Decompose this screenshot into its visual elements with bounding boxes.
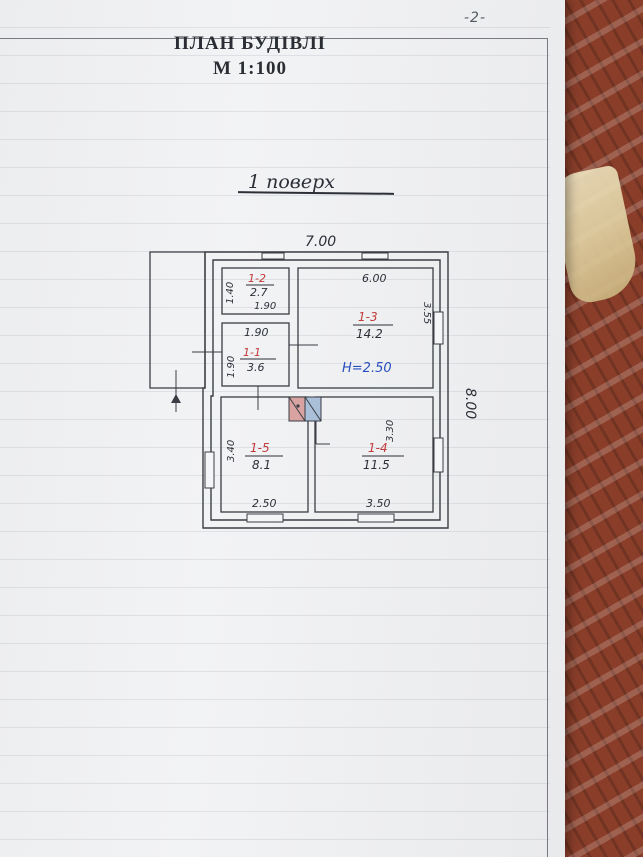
window-room-1-4-bottom: [357, 513, 395, 523]
door-marks: [175, 344, 330, 445]
floor-label: 1 поверх: [248, 171, 335, 193]
dim-room-1-2-bottom: 1.90: [254, 301, 276, 312]
dim-room-1-4-side: 3.30: [385, 420, 396, 442]
room-1-2-id: 1-2: [248, 272, 266, 285]
window-room-1-5-side: [204, 451, 215, 489]
room-1-3-id: 1-3: [358, 310, 378, 324]
window-room-1-5-bottom: [246, 513, 284, 523]
window-room-1-3-top: [361, 252, 389, 260]
porch-outline: [149, 251, 206, 389]
page-frame: [0, 38, 548, 857]
room-1-2-area: 2.7: [250, 286, 268, 299]
dim-room-1-2-side: 1.40: [225, 282, 236, 304]
dim-room-1-3-side: 3.55: [421, 302, 432, 324]
room-1-5-area: 8.1: [252, 458, 271, 472]
room-1-3-area: 14.2: [356, 327, 383, 341]
stove: [288, 396, 322, 422]
ceiling-height-note: H=2.50: [342, 361, 392, 376]
dim-room-1-1-top: 1.90: [244, 326, 269, 339]
dim-room-1-5-bottom: 2.50: [252, 497, 277, 510]
room-1-1-id: 1-1: [243, 346, 261, 359]
dim-room-1-4-bottom: 3.50: [366, 497, 391, 510]
room-1-1-area: 3.6: [247, 361, 265, 374]
document-scale: М 1:100: [212, 58, 287, 79]
windows: [204, 252, 444, 523]
room-1-4-area: 11.5: [363, 458, 390, 472]
room-1-4-id: 1-4: [368, 441, 388, 455]
dim-room-1-5-side: 3.40: [226, 440, 237, 462]
window-room-1-3-side: [433, 311, 444, 345]
dim-overall-depth: 8.00: [462, 388, 478, 419]
interior-walls: [220, 267, 434, 513]
document-title: ПЛАН БУДІВЛІ: [173, 33, 327, 54]
document-page: -2- ПЛАН БУДІВЛІ М 1:100 1 поверх: [0, 0, 565, 857]
page-number: -2-: [464, 10, 487, 26]
outer-walls: [202, 251, 449, 529]
dim-room-1-1-side: 1.90: [226, 356, 237, 378]
dim-room-1-3-top: 6.00: [362, 272, 387, 285]
window-room-1-4-side: [433, 437, 444, 473]
window-room-1-2: [261, 252, 285, 260]
room-1-5-id: 1-5: [250, 441, 270, 455]
ruled-lines: [0, 0, 550, 857]
entrance-arrow: [171, 394, 181, 403]
dim-overall-width: 7.00: [305, 234, 336, 250]
